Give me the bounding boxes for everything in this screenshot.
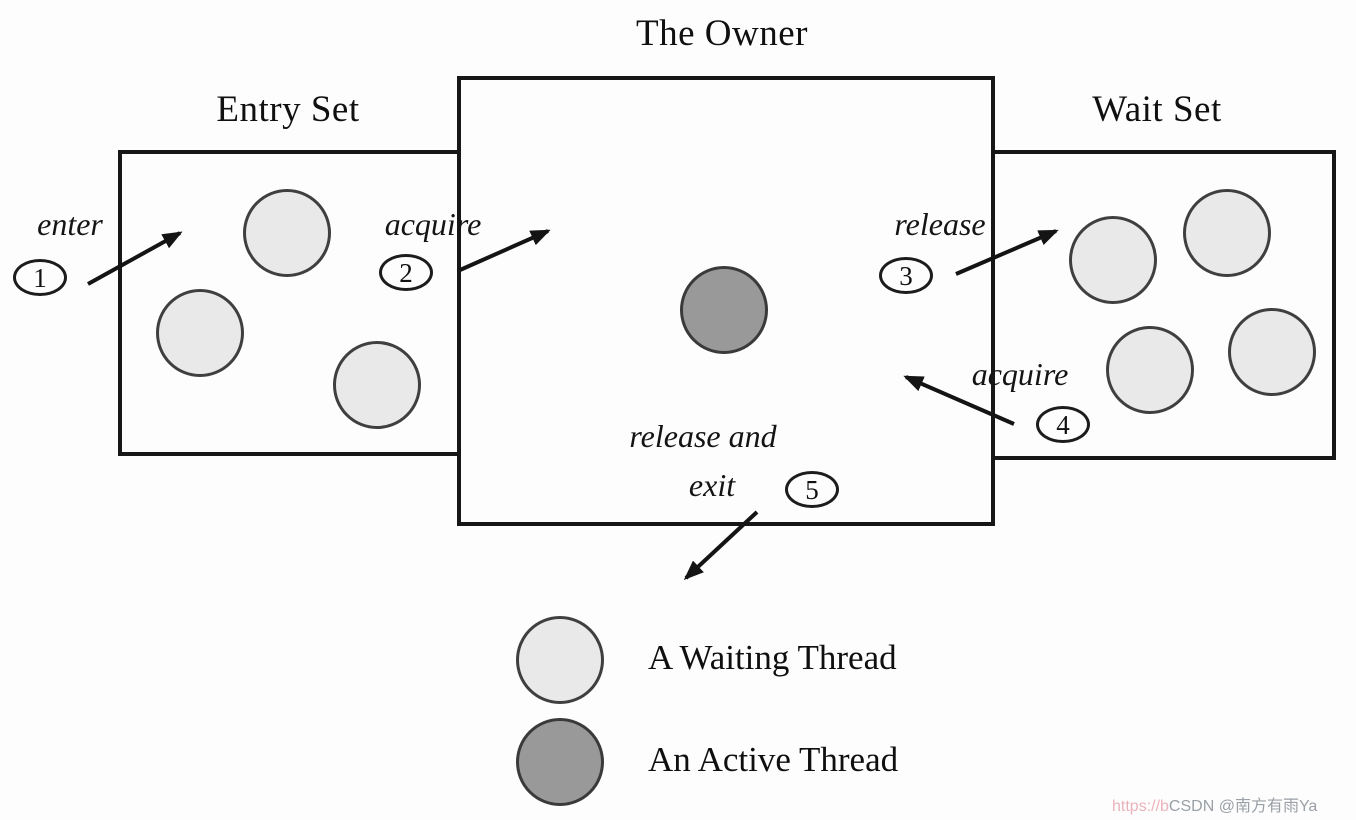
waiting-thread-circle <box>243 189 331 277</box>
watermark-text: CSDN @南方有雨Ya <box>1168 798 1318 815</box>
enter-label: enter <box>37 206 103 242</box>
waiting-thread-circle <box>1069 216 1157 304</box>
entry-set-box <box>118 150 461 456</box>
waiting-thread-circle <box>333 341 421 429</box>
release-and-exit-label-line2: exit <box>688 467 736 503</box>
wait-set-box <box>991 150 1336 460</box>
legend-active-thread-label: An Active Thread <box>648 740 899 779</box>
active-thread-circle <box>680 266 768 354</box>
legend-active-thread-icon <box>516 718 604 806</box>
waiting-thread-circle <box>1228 308 1316 396</box>
release-label: release <box>894 206 986 242</box>
acquire-entry-label: acquire <box>384 206 482 242</box>
waiting-thread-circle <box>1106 326 1194 414</box>
wait-set-label: Wait Set <box>1092 89 1222 130</box>
waiting-thread-circle <box>1183 189 1271 277</box>
step-2-badge: 2 <box>379 254 433 291</box>
release-and-exit-label-line1: release and <box>629 418 777 454</box>
step-3-badge: 3 <box>879 257 933 294</box>
entry-set-label: Entry Set <box>216 89 360 130</box>
legend-waiting-thread-icon <box>516 616 604 704</box>
waiting-thread-circle <box>156 289 244 377</box>
acquire-wait-label: acquire <box>971 356 1069 392</box>
step-5-badge: 5 <box>785 471 839 508</box>
step-4-badge: 4 <box>1036 406 1090 443</box>
watermark: https://bCSDN @南方有雨Ya <box>1112 792 1317 816</box>
watermark-url-fragment: https://b <box>1112 798 1169 815</box>
legend-waiting-thread-label: A Waiting Thread <box>648 638 897 677</box>
diagram-title: The Owner <box>636 13 808 54</box>
step-1-badge: 1 <box>13 259 67 296</box>
